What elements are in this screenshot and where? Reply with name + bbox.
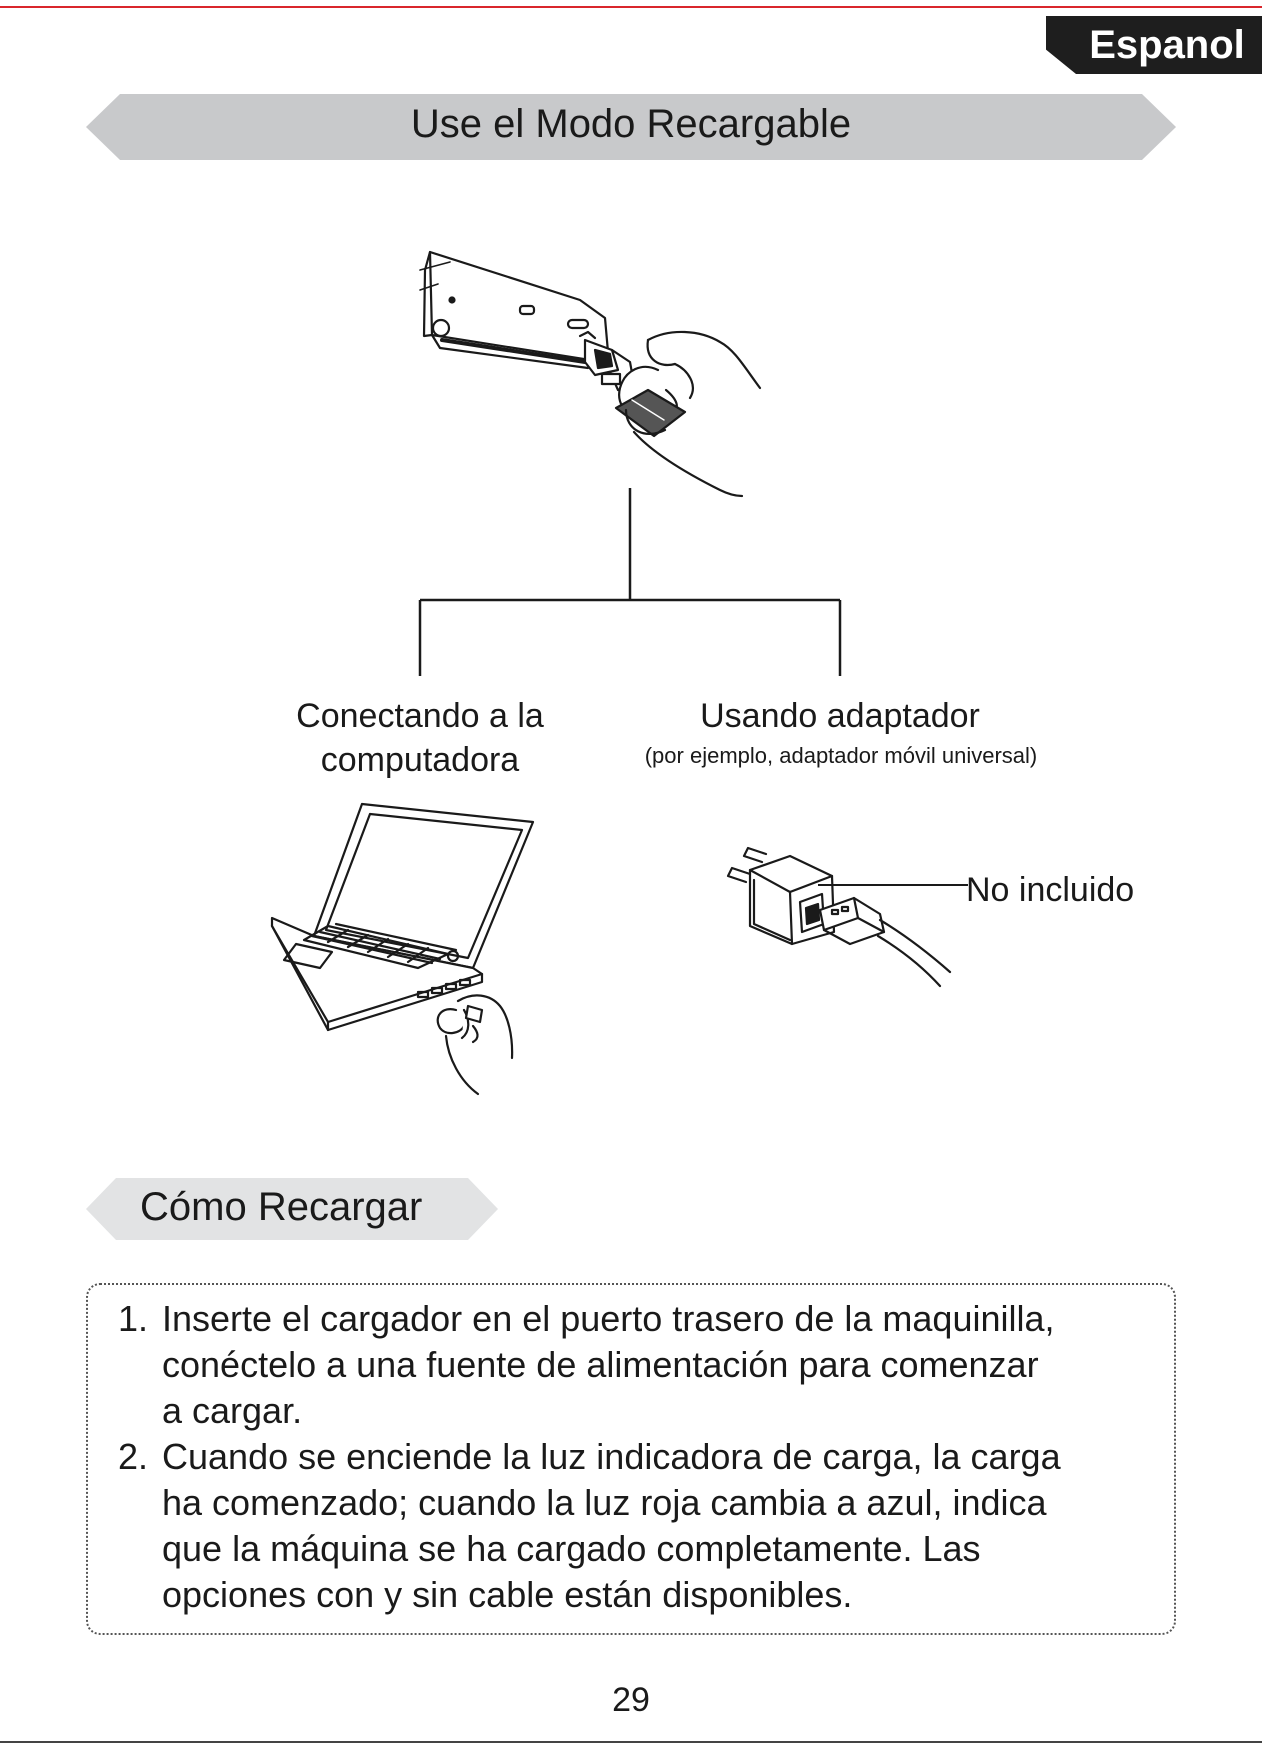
step-2: 2. Cuando se enciende la luz indicadora … bbox=[118, 1434, 1158, 1618]
computer-label-line1: Conectando a la bbox=[296, 697, 544, 735]
step-1-line-3: a cargar. bbox=[162, 1390, 303, 1431]
how-to-title: Cómo Recargar bbox=[140, 1185, 423, 1229]
step-1-number: 1. bbox=[118, 1298, 149, 1339]
step-1-line-1: Inserte el cargador en el puerto trasero… bbox=[162, 1298, 1055, 1339]
language-tab bbox=[1046, 16, 1262, 74]
step-2-number: 2. bbox=[118, 1436, 149, 1477]
step-2-line-1: Cuando se enciende la luz indicadora de … bbox=[162, 1436, 1061, 1477]
clipper-charging-illustration bbox=[419, 250, 762, 498]
top-rule bbox=[0, 6, 1262, 8]
steps-list: 1. Inserte el cargador en el puerto tras… bbox=[118, 1296, 1158, 1618]
step-1: 1. Inserte el cargador en el puerto tras… bbox=[118, 1296, 1158, 1434]
step-2-line-3: que la máquina se ha cargado completamen… bbox=[162, 1528, 981, 1569]
step-2-line-4: opciones con y sin cable están disponibl… bbox=[162, 1574, 853, 1615]
step-1-line-2: conéctelo a una fuente de alimentación p… bbox=[162, 1344, 1039, 1385]
wall-adapter-illustration bbox=[726, 846, 952, 988]
how-to-banner bbox=[86, 1178, 498, 1240]
steps-box bbox=[86, 1283, 1176, 1635]
callout-line bbox=[818, 884, 968, 886]
step-2-line-2: ha comenzado; cuando la luz roja cambia … bbox=[162, 1482, 1047, 1523]
bottom-rule bbox=[0, 1741, 1262, 1743]
computer-label-line2: computadora bbox=[320, 741, 520, 779]
main-title-banner bbox=[86, 94, 1176, 160]
language-tab-label: Espanol bbox=[1089, 23, 1245, 67]
page-number: 29 bbox=[612, 1681, 650, 1719]
main-title: Use el Modo Recargable bbox=[410, 102, 852, 146]
adapter-label: Usando adaptador bbox=[700, 697, 980, 735]
not-included-label: No incluido bbox=[966, 871, 1135, 909]
branch-connector bbox=[418, 488, 842, 676]
adapter-note: (por ejemplo, adaptador móvil universal) bbox=[644, 743, 1038, 768]
laptop-illustration bbox=[270, 802, 535, 1096]
